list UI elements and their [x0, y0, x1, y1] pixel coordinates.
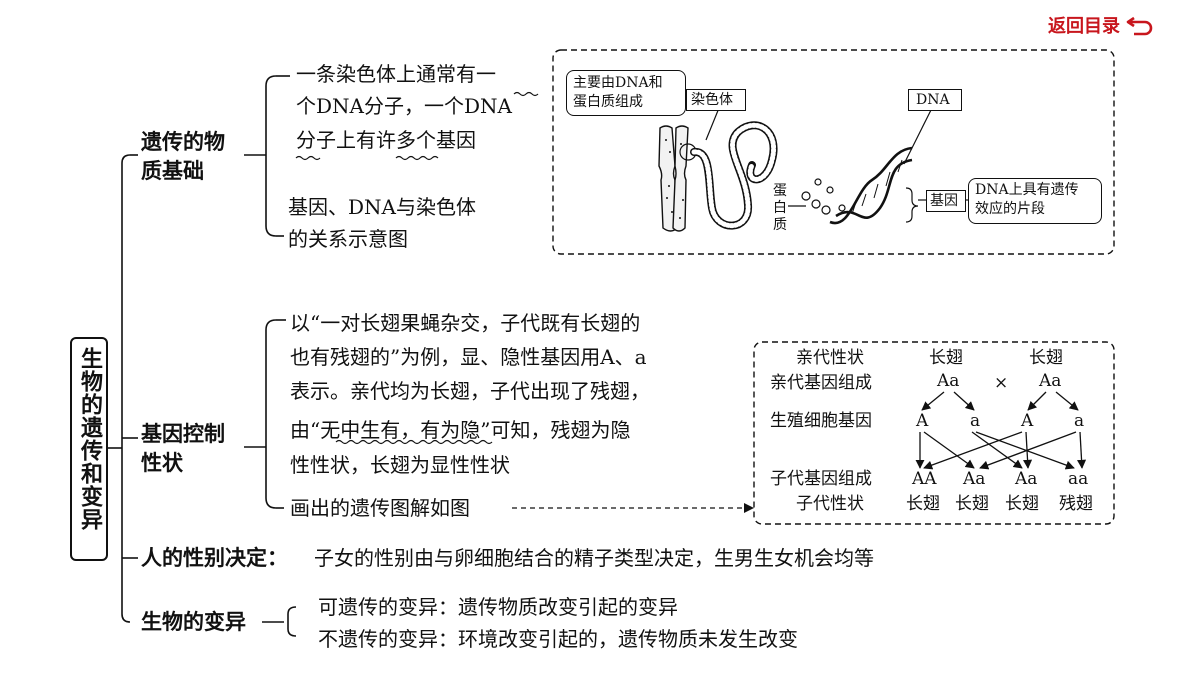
variation-heritable: 可遗传的变异：遗传物质改变引起的变异: [318, 595, 678, 619]
dna-label-box: [908, 89, 962, 111]
gamete-4: a: [1074, 411, 1085, 431]
protein-label-3: 质: [773, 217, 787, 233]
cross-row-offspring-genotype: 子代基因组成: [770, 469, 872, 489]
cross-row-offspring-trait: 子代性状: [796, 494, 864, 514]
parent-genotype-1: Aa: [937, 371, 960, 391]
control-item1-line3: 表示。亲代均为长翅，子代出现了残翅，: [290, 379, 650, 403]
parent-trait-1: 长翅: [929, 348, 963, 368]
cross-figure-frame: [753, 341, 1115, 525]
gamete-1: A: [916, 411, 929, 431]
protein-label-2: 白: [773, 200, 787, 216]
offspring-trait-4: 残翅: [1059, 494, 1093, 514]
control-item1-line5: 性性状，长翅为显性性状: [290, 453, 510, 477]
gene-desc-line1: DNA上具有遗传: [975, 182, 1079, 198]
control-item1-line2: 也有残翅的”为例，显、隐性基因用A、a: [290, 345, 647, 369]
cross-row-parent-trait: 亲代性状: [796, 348, 864, 368]
gamete-3: A: [1021, 411, 1034, 431]
material-item1-line1: 一条染色体上通常有一: [296, 62, 496, 86]
material-item2-line1: 基因、DNA与染色体: [288, 195, 476, 219]
offspring-genotype-4: aa: [1068, 469, 1089, 489]
branch-variation-label: 生物的变异: [141, 610, 246, 634]
root-topic: 生物的遗传和变异: [70, 337, 108, 561]
branch-control-label-1: 基因控制: [141, 422, 225, 446]
branch-sex-text: 子女的性别由与卵细胞结合的精子类型决定，生男生女机会均等: [314, 546, 874, 570]
gene-desc-line2: 效应的片段: [975, 201, 1045, 217]
callout-composition-line2: 蛋白质组成: [573, 94, 643, 110]
callout-composition-line1: 主要由DNA和: [573, 75, 663, 91]
control-item2: 画出的遗传图解如图: [290, 496, 470, 520]
offspring-trait-1: 长翅: [906, 494, 940, 514]
return-arrow-icon: [1126, 16, 1153, 36]
variation-nonheritable: 不遗传的变异：环境改变引起的，遗传物质未发生改变: [318, 627, 798, 651]
offspring-trait-2: 长翅: [955, 494, 989, 514]
control-item1-line4: 由“无中生有，有为隐”可知，残翅为隐: [290, 418, 631, 442]
branch-material-label-2: 质基础: [141, 159, 204, 183]
control-item1-line1: 以“一对长翅果蝇杂交，子代既有长翅的: [290, 311, 641, 335]
cross-row-parent-genotype: 亲代基因组成: [770, 373, 872, 393]
callout-composition: [566, 70, 686, 116]
parent-genotype-2: Aa: [1039, 371, 1062, 391]
parent-trait-2: 长翅: [1029, 348, 1063, 368]
material-item2-line2: 的关系示意图: [288, 227, 408, 251]
gene-label: 基因: [930, 193, 958, 209]
offspring-genotype-1: AA: [912, 469, 937, 489]
material-item1-line3: 分子上有许多个基因: [296, 128, 476, 152]
cross-row-gamete: 生殖细胞基因: [770, 411, 872, 431]
offspring-trait-3: 长翅: [1005, 494, 1039, 514]
branch-control-label-2: 性状: [141, 451, 183, 475]
chromosome-label: 染色体: [691, 92, 733, 108]
chromosome-label-box: [686, 89, 746, 111]
gene-desc-box: [968, 178, 1102, 224]
gamete-2: a: [970, 411, 981, 431]
back-to-contents-button[interactable]: 返回目录: [1048, 12, 1154, 38]
chromosome-figure-frame: [552, 49, 1115, 255]
back-label: 返回目录: [1048, 16, 1120, 37]
offspring-genotype-2: Aa: [963, 469, 986, 489]
protein-label-1: 蛋: [773, 183, 787, 199]
offspring-genotype-3: Aa: [1015, 469, 1038, 489]
gene-label-box: [926, 190, 966, 212]
cross-symbol: ×: [994, 373, 1009, 393]
branch-sex-label: 人的性别决定：: [141, 546, 288, 570]
branch-material-label-1: 遗传的物: [141, 130, 225, 154]
root-title: 生物的遗传和变异: [77, 347, 102, 531]
dna-label: DNA: [916, 92, 950, 108]
material-item1-line2: 个DNA分子，一个DNA: [296, 94, 512, 118]
